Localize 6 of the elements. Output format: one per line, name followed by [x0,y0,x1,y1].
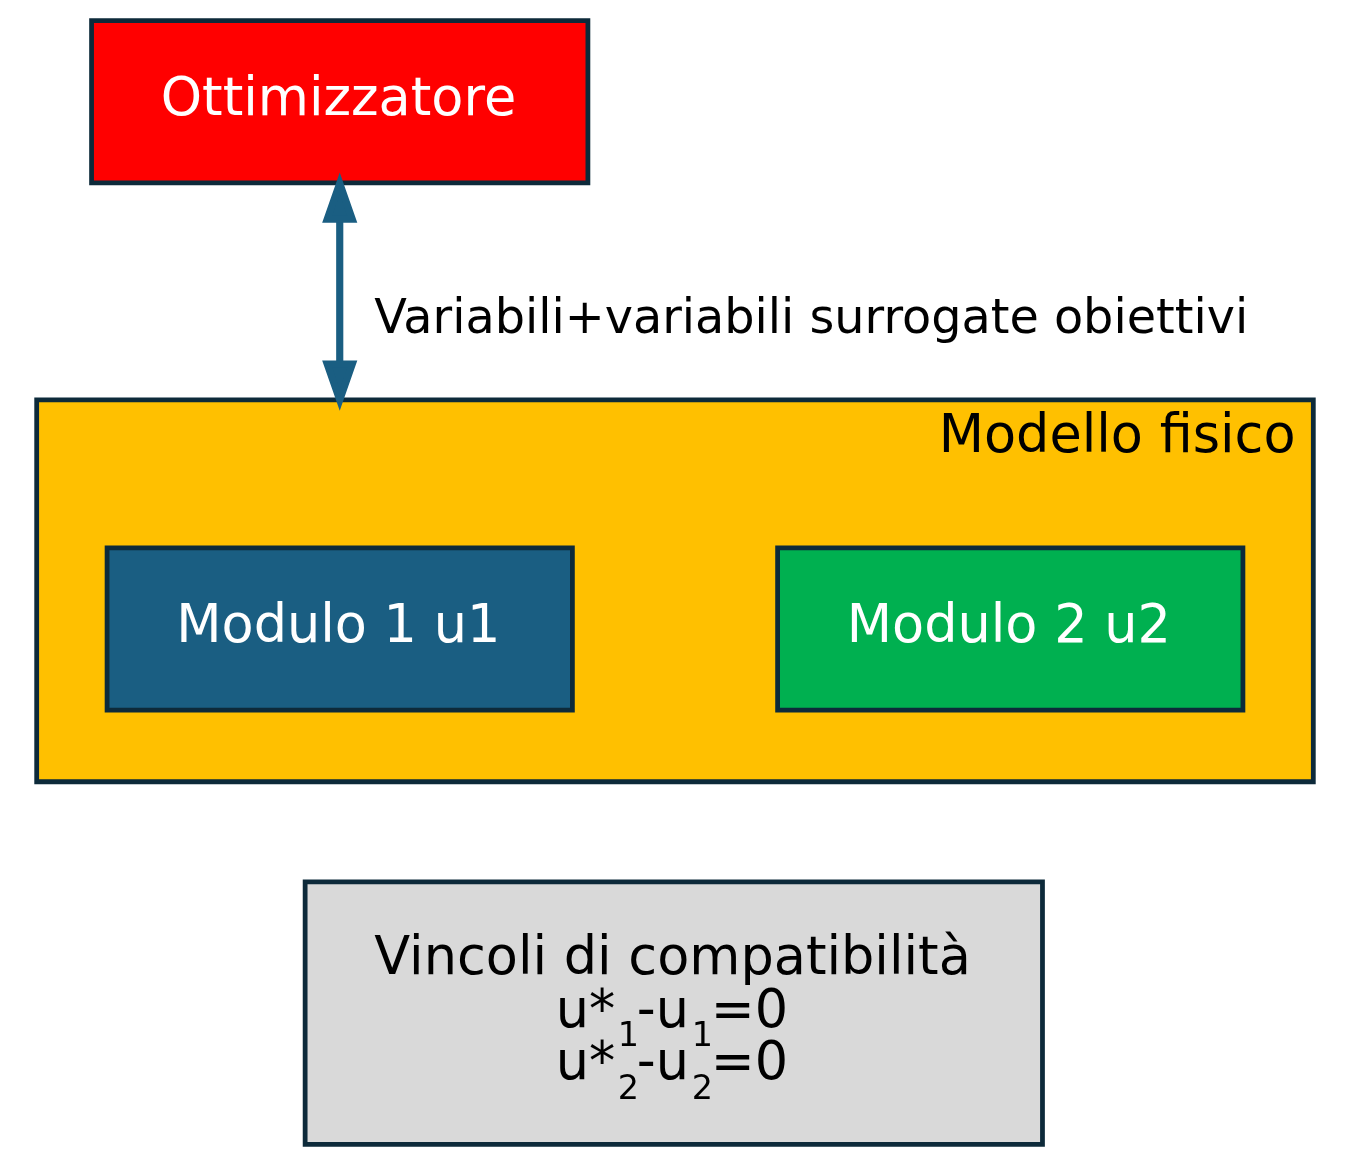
arrow [322,172,358,411]
node-box: Ottimizzatore [89,18,591,186]
node-box: Vincoli di compatibilità u*$_{1}$-u$_{1}$=0 u*$_{2}$-u$_{2}$=0 [302,879,1045,1147]
node-box: Modulo 2 u2 [775,545,1246,713]
node-box: Modulo 1 u1 [104,545,575,713]
edge-label: Variabili+variabili surrogate obiettivi [374,289,1249,345]
